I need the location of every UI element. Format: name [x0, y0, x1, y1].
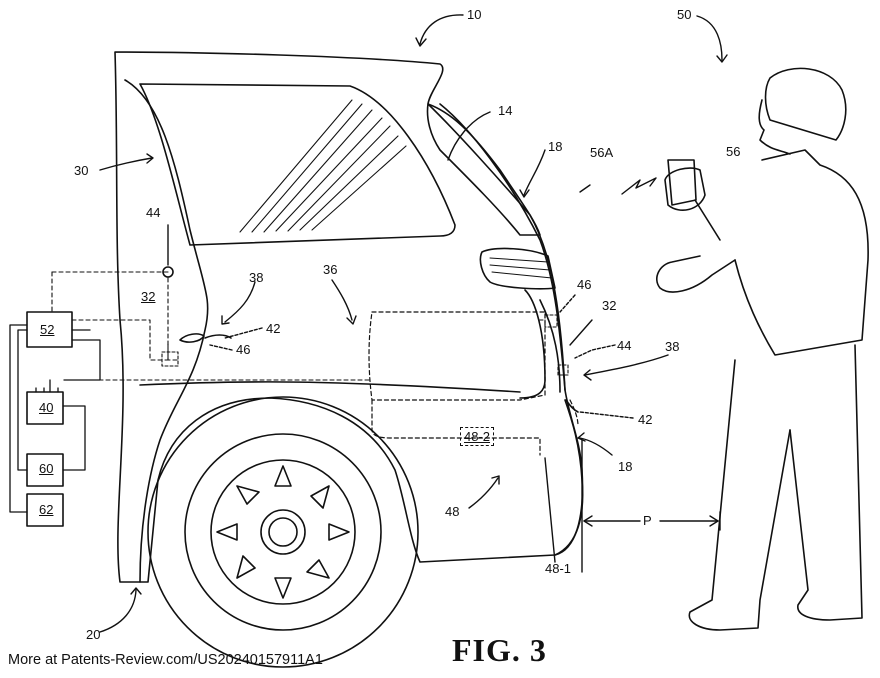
- sensor-42-right: [565, 399, 579, 413]
- label-56a: 56A: [590, 145, 614, 160]
- sensing-zone-lower: [371, 399, 541, 456]
- label-32-left: 32: [141, 289, 156, 304]
- wheel: [147, 396, 419, 668]
- box-40: [26, 391, 64, 425]
- label-10: 10: [467, 7, 482, 22]
- sensor-46-left: [204, 334, 232, 339]
- label-60: 60: [39, 461, 54, 476]
- label-36: 36: [323, 262, 338, 277]
- rear-pillar: [124, 79, 209, 583]
- label-30: 30: [74, 163, 89, 178]
- label-50: 50: [677, 7, 692, 22]
- body-crease: [139, 381, 521, 393]
- label-62: 62: [39, 502, 54, 517]
- label-32-right: 32: [602, 298, 617, 313]
- distance-p-dimension: [581, 439, 721, 573]
- label-44-left: 44: [146, 205, 161, 220]
- label-18-top: 18: [548, 139, 563, 154]
- label-46-right: 46: [577, 277, 592, 292]
- rear-bumper: [554, 399, 584, 556]
- label-20: 20: [86, 627, 101, 642]
- liftgate-edge: [439, 103, 566, 391]
- right-sensors: [539, 314, 569, 376]
- leader-arrows: [99, 14, 728, 633]
- zone-line-right: [569, 399, 579, 427]
- label-38-right: 38: [665, 339, 680, 354]
- footer-source-text: More at Patents-Review.com/US20240157911…: [8, 652, 323, 668]
- liftgate-lower: [539, 299, 561, 393]
- box-62: [26, 493, 64, 527]
- label-48: 48: [445, 504, 460, 519]
- label-p: P: [643, 513, 652, 528]
- label-52: 52: [40, 322, 55, 337]
- liftgate-glass: [426, 103, 541, 236]
- tail-lamp: [479, 247, 556, 290]
- wireless-signal-icon: [621, 177, 657, 195]
- label-44-right: 44: [617, 338, 632, 353]
- box-connections: [9, 324, 101, 513]
- label-18-bottom: 18: [618, 459, 633, 474]
- sensor-44: [162, 266, 174, 278]
- label-38-left: 38: [249, 270, 264, 285]
- sensor-box-32: [161, 351, 179, 367]
- tail-lamp-lines: [489, 257, 553, 279]
- label-46-left: 46: [236, 342, 251, 357]
- controller-wiring: [51, 271, 371, 381]
- label-48-2: 48-2: [460, 427, 495, 446]
- figure-caption: FIG. 3: [452, 632, 547, 668]
- label-42-left: 42: [266, 321, 281, 336]
- person-user: [656, 67, 869, 631]
- sensing-zone: [368, 311, 546, 401]
- label-40: 40: [39, 400, 54, 415]
- label-42-right: 42: [638, 412, 653, 427]
- label-14: 14: [498, 103, 513, 118]
- label-56: 56: [726, 144, 741, 159]
- rear-window: [139, 83, 456, 246]
- window-hatching: [239, 99, 407, 233]
- liftgate-panel: [519, 289, 546, 399]
- sensor-42-left: [179, 333, 205, 343]
- label-48-1: 48-1: [545, 561, 572, 576]
